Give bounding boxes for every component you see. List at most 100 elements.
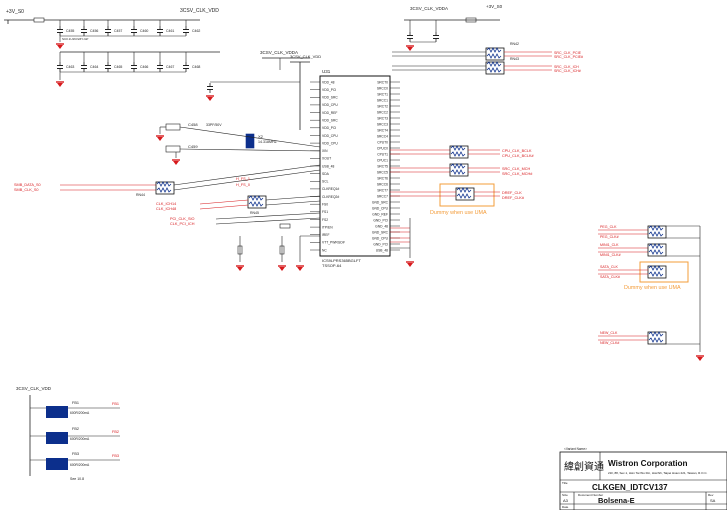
ic-right-pin-label: SRCT7 [377, 188, 388, 192]
ic-left-pin-label: VDD_REF [322, 111, 337, 115]
ic-left-pin-label: FS0 [322, 202, 328, 206]
net-src-clk-ich: SRC_CLK_ICH [554, 65, 579, 69]
ferrite-bead-section: 3CSV_CLK_VDD FB1 FB2 FB3 600R/200mA 600R… [16, 386, 120, 481]
ic-left-pin-label: FS2 [322, 218, 328, 222]
ferrite-value-2: 600R/200mA [70, 437, 90, 441]
ic-right-pin-label: SRCC3 [377, 122, 388, 126]
rpack-rn47 [449, 163, 469, 177]
ic-right-pin-label: GND_PCI [373, 218, 388, 222]
ferrite-ref-note: See 10.8 [70, 477, 84, 481]
ic-right-pin-label: CPUT1 [377, 152, 388, 156]
rpack-label-rn45: RN45 [250, 211, 259, 215]
right-mid-nets: CPU_CLK_BCLK CPU_CLK_BCLK# SRC_CLK_MCH S… [390, 145, 535, 268]
drawing-title: CLKGEN_IDTCV137 [592, 483, 668, 492]
cap-ref-c460: C460 [140, 29, 148, 33]
ic-right-pin-label: SRCT2 [377, 104, 388, 108]
net-cpu-clk-bclk-n: CPU_CLK_BCLK# [502, 154, 535, 158]
ic-right-pin-label: GND_SRC [372, 200, 389, 204]
rpack-rn50 [647, 243, 667, 257]
cap-ref-c462: C462 [192, 29, 200, 33]
net-h-fs0: H_FS_0 [236, 183, 250, 187]
doc-number: Bolsena-E [598, 496, 635, 505]
rpack-rn49 [647, 225, 667, 239]
ferrite-value-1: 600R/200mA [70, 411, 90, 415]
ic-right-pin-label: SRCT6 [377, 176, 388, 180]
crystal-cap-a: C458 [188, 122, 198, 127]
cap-ref-c463: C463 [66, 65, 74, 69]
ic-left-pin-label: SCL [322, 180, 329, 184]
ic-left-pin-list: VDD_48VDD_PCIVDD_SRCVDD_CPUVDD_REFVDD_SR… [310, 80, 345, 252]
ic-left-pin-label: IREF [322, 233, 330, 237]
title-block: <Variant Name> 緯創資通 Wistron Corporation … [559, 447, 727, 510]
size-label: Size [562, 493, 568, 497]
uma-note-1: Dummy when use UMA [430, 210, 487, 216]
ic-right-pin-label: CPUC0 [377, 146, 388, 150]
net-smb-clk: SMB_CLK_S0 [14, 188, 38, 192]
ic-right-pin-label: CPUC1 [377, 158, 388, 162]
cap-ref-c457: C457 [114, 29, 122, 33]
size-value: A3 [563, 498, 569, 503]
ic-left-pin-label: VDD_48 [322, 80, 335, 84]
ferrite-ref-fb3: FB3 [72, 452, 79, 456]
pulldown-resistors [235, 235, 320, 272]
rpack-rn44 [155, 181, 175, 195]
rpack-label-rn44: RN44 [136, 193, 145, 197]
net-new-clk: NEW_CLK [600, 331, 618, 335]
decoupling-cap-bank: +3V_S0 3CSV_CLK_VDD C455 C456 C457 C460 … [4, 8, 310, 102]
net-label-3v-s0: +3V_S0 [6, 9, 24, 15]
ic-left-pin-label: VDD_PCI [322, 126, 336, 130]
cap-value-row1: SC0.1U16V2ZY-GP [62, 37, 88, 41]
ic-left-pin-label: VDD_CPU [322, 103, 338, 107]
ic-left-pin-label: XOUT [322, 157, 331, 161]
crystal-cap-b: C459 [188, 144, 198, 149]
net-label-clk-vdd-top: 3CSV_CLK_VDD [180, 8, 219, 14]
cap-ref-c464: C464 [90, 65, 98, 69]
net-clk-pci-ich: CLK_PCI_ICH [170, 222, 195, 226]
ic-right-pin-label: SRCT5 [377, 164, 388, 168]
crystal-circuit: C458 C459 33PF/50V X2 14.318MHZ [155, 122, 321, 166]
uma-note-2: Dummy when use UMA [624, 285, 681, 291]
ic-left-pin-label: ITP/EN [322, 225, 333, 229]
net-new-clk-n: NEW_CLK# [600, 341, 619, 345]
ic-package: TSSOP-64 [322, 263, 342, 268]
ic-left-pin-label: VTT_PWRGD# [322, 241, 345, 245]
ic-left-pin-label: VDD_CPU [322, 141, 338, 145]
title-label: Title [562, 481, 568, 485]
net-h-fs1: H_FS_1 [236, 177, 250, 181]
net-label-clk-vdda-right: 3CSV_CLK_VDDA [410, 6, 448, 11]
ic-right-pin-label: SRCC0 [377, 86, 388, 90]
net-src-clk-pcie: SRC_CLK_PCIE [554, 51, 582, 55]
rpack-rn43 [485, 61, 505, 75]
company-name: Wistron Corporation [608, 459, 688, 468]
ic-right-pin-label: SRCC6 [377, 182, 388, 186]
net-mini1-clk: MINI1_CLK [600, 243, 619, 247]
ic-left-pin-label: VDD_CPU [322, 134, 338, 138]
cap-ref-c465: C465 [114, 65, 122, 69]
ic-left-pin-label: FS1 [322, 210, 328, 214]
net-peg-clk: PEG_CLK [600, 225, 617, 229]
ferrite-net-1: FB1 [112, 402, 119, 406]
ic-part: ICS9LPRS365BGLFT [322, 258, 361, 263]
ic-left-pin-label: USB_48 [322, 164, 334, 168]
crystal-cap-value: 33PF/50V [206, 123, 222, 127]
net-label-clk-vdda-mid: 3CSV_CLK_VDDA [260, 50, 298, 55]
uma-highlight-box-2 [639, 261, 689, 283]
net-peg-clk-n: PEG_CLK# [600, 235, 619, 239]
net-label-3v-s0-right: +3V_S0 [486, 4, 503, 9]
ic-right-pin-label: SRCC4 [377, 134, 388, 138]
src-rpack-group-top: RN42 RN43 SRC_CLK_PCIE SRC_CLK_PCIE# SRC… [392, 42, 583, 75]
doc-number-label: Document Number [578, 493, 603, 497]
net-dref-clk: DREF_CLK [502, 191, 522, 195]
ic-right-pin-label: USB_48 [376, 248, 388, 252]
net-dref-clk-n: DREF_CLK# [502, 196, 525, 200]
crystal-frequency: 14.318MHZ [258, 140, 278, 144]
left-signal-nets: SMB_DATA_S0 SMB_CLK_S0 RN44 CLK_ICH14 CL… [14, 164, 321, 229]
rpack-rn45 [247, 195, 267, 209]
ic-power-feed: 3CSV_CLK_VDD [290, 54, 321, 130]
net-src-clk-mch-n: SRC_CLK_MCH# [502, 172, 533, 176]
ic-left-pin-label: CLKREQ2# [322, 195, 339, 199]
ic-right-pin-label: GND_CPU [372, 206, 389, 210]
ferrite-supply: 3CSV_CLK_VDD [16, 386, 52, 391]
ic-ref: U31 [322, 69, 331, 74]
net-src-clk-mch: SRC_CLK_MCH [502, 167, 531, 171]
